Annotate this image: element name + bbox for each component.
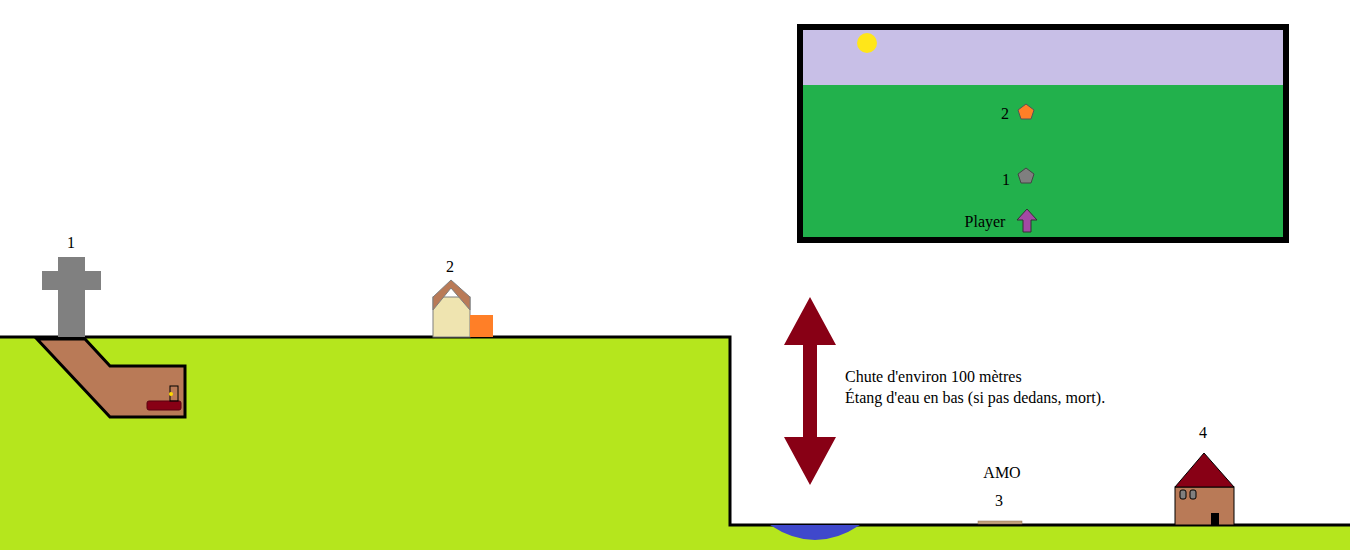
house-roof xyxy=(433,280,470,310)
house-body xyxy=(1175,487,1234,525)
bed xyxy=(147,401,181,410)
player-label: Player xyxy=(965,213,1006,230)
marker-pentagon xyxy=(1018,104,1034,119)
callout-number-holder: 2 xyxy=(446,257,454,276)
house-door xyxy=(1211,513,1219,525)
cross-bar xyxy=(42,271,101,290)
pond xyxy=(770,525,860,540)
house-window xyxy=(1180,490,1186,499)
item-label-holder: AMO xyxy=(983,463,1020,482)
callout-number-holder: 1 xyxy=(1002,170,1010,189)
inset-frame xyxy=(800,27,1286,240)
torch xyxy=(169,392,173,396)
cross-post xyxy=(58,257,85,337)
callout-number: 3 xyxy=(995,492,1003,509)
item-label: AMO xyxy=(983,464,1020,481)
house-annex xyxy=(470,315,493,337)
callout-number: 1 xyxy=(67,234,75,251)
tunnel xyxy=(37,339,185,417)
callout-number-holder: 4 xyxy=(1199,423,1207,442)
note-text-holder: Chute d'environ 100 mètres xyxy=(845,367,1022,386)
marker-pentagon xyxy=(1018,168,1034,183)
note-text-holder: Étang d'eau en bas (si pas dedans, mort)… xyxy=(845,388,1105,407)
callout-number: 2 xyxy=(446,258,454,275)
player-arrow xyxy=(1017,209,1037,232)
ground-outline xyxy=(0,337,1350,525)
callout-number: 4 xyxy=(1199,424,1207,441)
inset-sky xyxy=(800,27,1286,85)
house-window xyxy=(1190,490,1196,499)
inset-grass xyxy=(800,27,1286,240)
callout-number-holder: 3 xyxy=(995,491,1003,510)
callout-number-holder: 2 xyxy=(1001,104,1009,123)
amo-pickup xyxy=(978,521,1022,524)
player-label-holder: Player xyxy=(965,212,1006,231)
tunnel-door xyxy=(170,386,178,401)
callout-number: 2 xyxy=(1001,105,1009,122)
sun xyxy=(857,33,877,53)
callout-number: 1 xyxy=(1002,171,1010,188)
note-text: Chute d'environ 100 mètres xyxy=(845,368,1022,385)
note-text: Étang d'eau en bas (si pas dedans, mort)… xyxy=(845,389,1105,406)
callout-number-holder: 1 xyxy=(67,233,75,252)
ground xyxy=(0,337,1350,550)
drop-arrow xyxy=(784,297,836,485)
house-roof xyxy=(1175,453,1234,487)
